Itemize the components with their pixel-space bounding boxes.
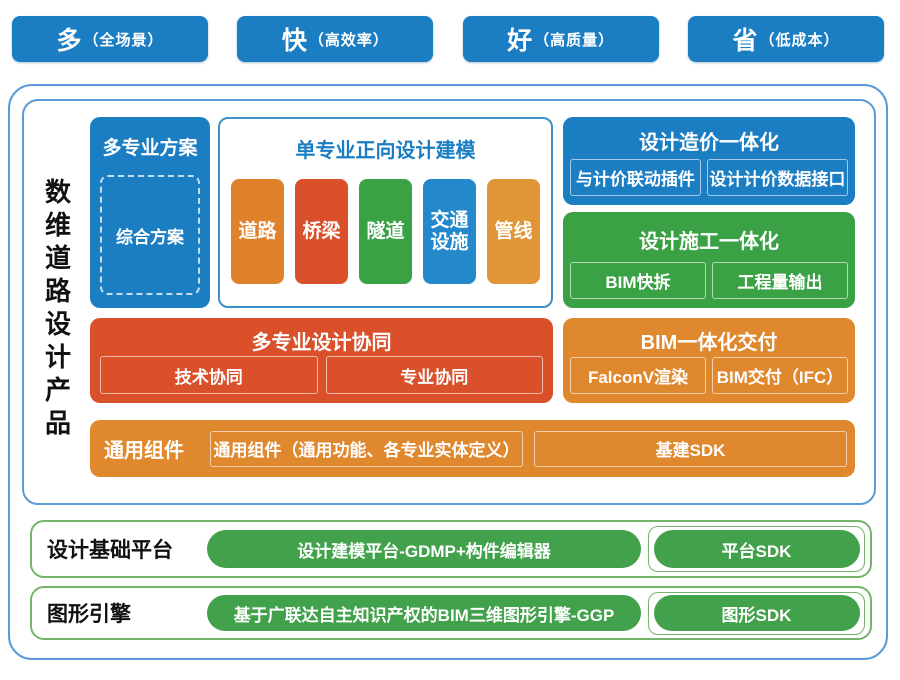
design-cost-title: 设计造价一体化 — [639, 132, 779, 154]
common-components-item: 通用组件（通用功能、各专业实体定义） — [210, 430, 523, 467]
graphics-sdk-pill: 图形SDK — [653, 595, 860, 631]
pillar-road: 道路 — [231, 179, 284, 284]
common-components-label: 通用组件 — [104, 440, 184, 462]
pillar-bridge: 桥梁 — [295, 179, 348, 284]
design-construction-items: BIM快拆 工程量输出 — [570, 262, 848, 299]
benefit-small-label: （高质量） — [534, 31, 615, 49]
benefit-big-label: 好 — [507, 27, 533, 55]
graphics-sdk-frame: 图形SDK — [648, 591, 865, 635]
ggp-engine-pill: 基于广联达自主知识产权的BIM三维图形引擎-GGP — [207, 595, 641, 631]
design-construction-box: 设计施工一体化 BIM快拆 工程量输出 — [563, 212, 855, 308]
bim-ifc-delivery-item: BIM交付（IFC） — [712, 357, 848, 394]
platform-row-design-base: 设计基础平台 设计建模平台-GDMP+构件编辑器 平台SDK — [30, 520, 872, 578]
benefit-small-label: （低成本） — [759, 31, 840, 49]
pillar-traffic-facility: 交通设施 — [423, 179, 476, 284]
benefit-badge-quan-chang-jing: 多 （全场景） — [12, 16, 208, 62]
single-modeling-box: 单专业正向设计建模 道路 桥梁 隧道 交通设施 管线 — [218, 117, 553, 308]
bim-delivery-title: BIM一体化交付 — [640, 332, 778, 354]
single-modeling-title: 单专业正向设计建模 — [295, 140, 476, 162]
outer-frame — [8, 84, 888, 660]
multi-scheme-title: 多专业方案 — [102, 138, 198, 159]
product-frame — [22, 99, 876, 505]
collaboration-title: 多专业设计协同 — [251, 332, 392, 354]
cost-plugin-item: 与计价联动插件 — [570, 159, 701, 196]
tech-collaboration-item: 技术协同 — [100, 356, 318, 394]
benefit-badge-gao-xiao-lv: 快 （高效率） — [237, 16, 434, 62]
falconv-render-item: FalconV渲染 — [570, 357, 706, 394]
benefit-small-label: （高效率） — [308, 31, 389, 49]
design-construction-title: 设计施工一体化 — [639, 231, 779, 253]
graphics-engine-label: 图形引擎 — [47, 603, 131, 626]
benefit-badge-di-cheng-ben: 省 （低成本） — [687, 16, 884, 62]
cost-data-interface-item: 设计计价数据接口 — [706, 159, 848, 196]
platform-row-graphics-engine: 图形引擎 基于广联达自主知识产权的BIM三维图形引擎-GGP 图形SDK — [30, 586, 872, 640]
collaboration-box: 多专业设计协同 技术协同 专业协同 — [90, 318, 553, 403]
comprehensive-scheme-box: 综合方案 — [100, 175, 200, 295]
infra-sdk-item: 基建SDK — [534, 430, 847, 467]
bim-delivery-box: BIM一体化交付 FalconV渲染 BIM交付（IFC） — [563, 318, 855, 403]
benefit-big-label: 多 — [56, 27, 82, 55]
collaboration-items: 技术协同 专业协同 — [100, 356, 543, 394]
product-vertical-title: 数维道路设计产品 — [41, 178, 72, 442]
benefit-big-label: 省 — [732, 27, 758, 55]
benefit-badge-gao-zhi-liang: 好 （高质量） — [462, 16, 659, 62]
discipline-collaboration-item: 专业协同 — [325, 356, 543, 394]
gdmp-platform-pill: 设计建模平台-GDMP+构件编辑器 — [207, 530, 641, 568]
design-base-label: 设计基础平台 — [47, 539, 173, 562]
design-cost-box: 设计造价一体化 与计价联动插件 设计计价数据接口 — [563, 117, 855, 205]
pillar-pipeline: 管线 — [487, 179, 540, 284]
modeling-pillars: 道路 桥梁 隧道 交通设施 管线 — [231, 179, 540, 284]
benefit-small-label: （全场景） — [83, 31, 164, 49]
multi-scheme-box: 多专业方案 综合方案 — [90, 117, 210, 308]
design-cost-items: 与计价联动插件 设计计价数据接口 — [570, 159, 848, 196]
bim-quick-split-item: BIM快拆 — [570, 262, 706, 299]
pillar-tunnel: 隧道 — [359, 179, 412, 284]
common-components-row: 通用组件 通用组件（通用功能、各专业实体定义） 基建SDK — [90, 420, 855, 477]
platform-sdk-frame: 平台SDK — [648, 526, 865, 572]
benefit-big-label: 快 — [281, 27, 307, 55]
quantity-output-item: 工程量输出 — [712, 262, 848, 299]
platform-sdk-pill: 平台SDK — [653, 530, 860, 568]
benefits-row: 多 （全场景） 快 （高效率） 好 （高质量） 省 （低成本） — [12, 16, 884, 62]
bim-delivery-items: FalconV渲染 BIM交付（IFC） — [570, 357, 848, 394]
